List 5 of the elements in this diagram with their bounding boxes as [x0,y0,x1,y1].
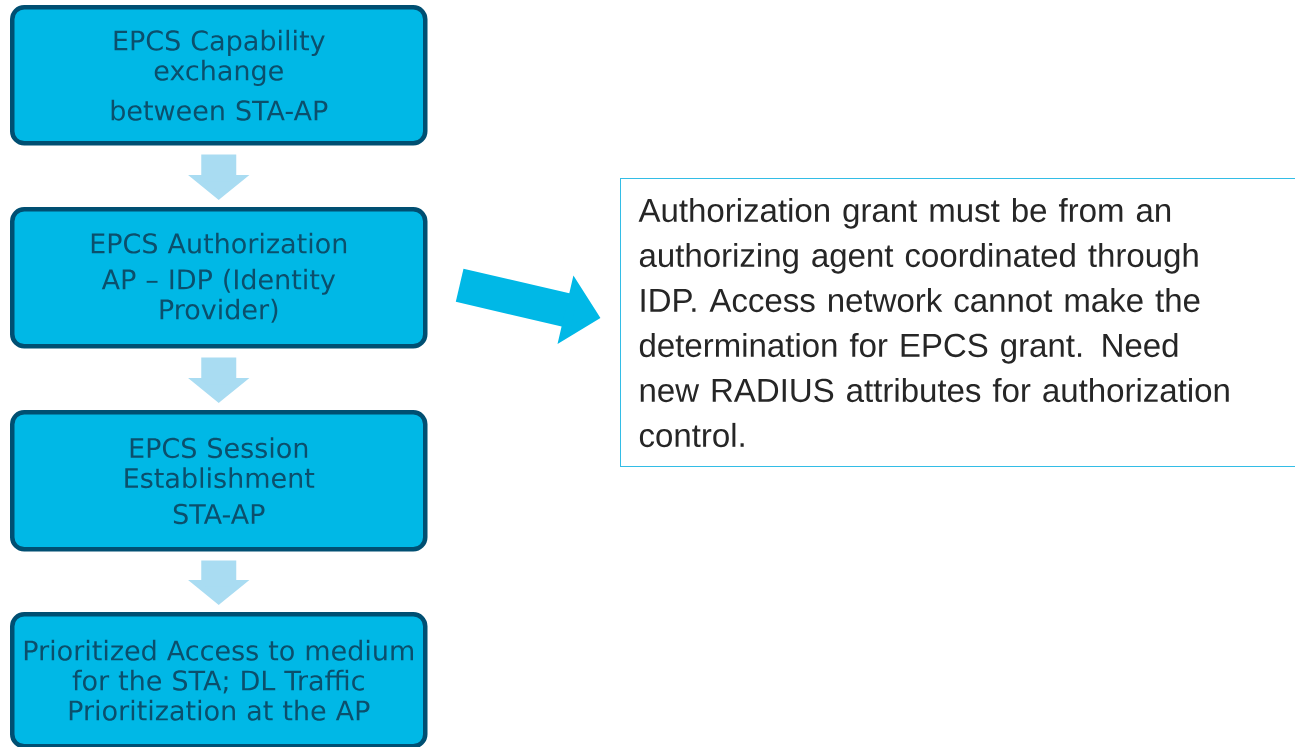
process-box: EPCS Session Establishment STA-AP [10,410,428,552]
process-box: Prioritized Access to medium for the STA; DL Traffic Prioritization at the AP [10,612,428,747]
process-box: EPCS Authorization AP – IDP (Identity Provider) [10,207,428,349]
note-box: Authorization grant must be from an authorizing agent coordinated through IDP. Access network cannot make the determination for EPCS grant. Need new RADIUS attributes for authorization control. [620,178,1295,467]
process-box: EPCS Capability exchange between STA-AP [10,5,428,146]
